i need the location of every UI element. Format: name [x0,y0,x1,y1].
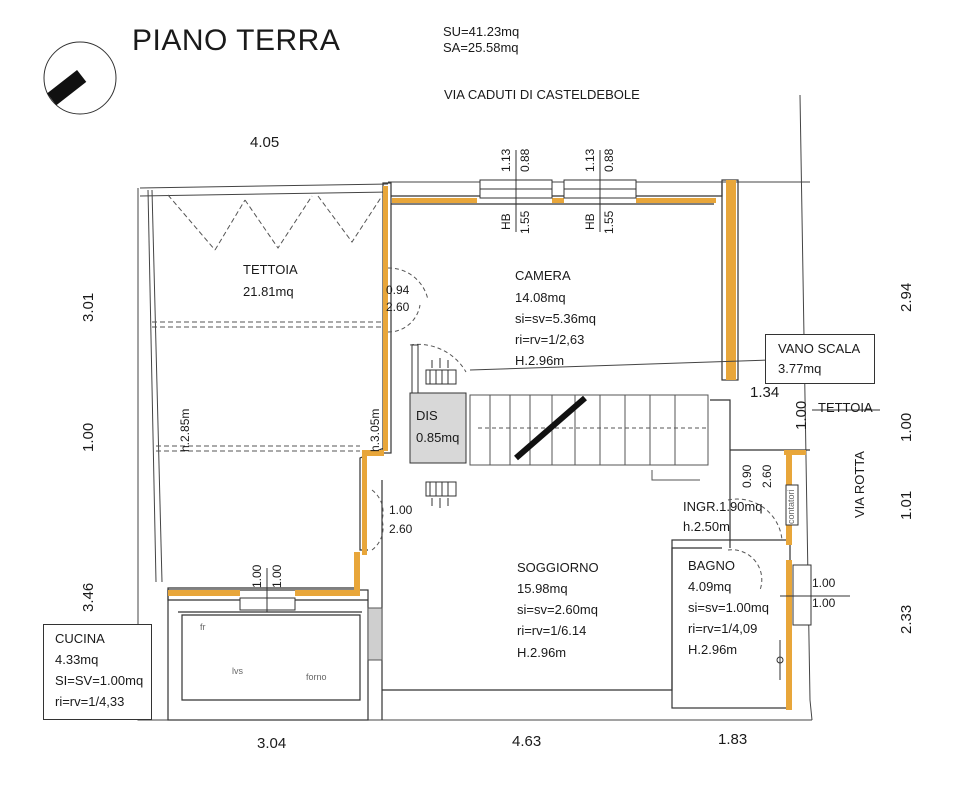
dis-name: DIS [416,408,438,423]
win2-w: 0.88 [602,148,616,172]
dim-left-mid: 1.00 [80,422,97,452]
bagno-name: BAGNO [688,558,735,573]
radiator-icon [425,358,457,508]
fixture-fridge: fr [200,622,206,632]
meter-box [785,484,799,526]
tettoia-area: 21.81mq [243,284,294,299]
shaft-block [367,607,383,661]
top-windows [479,150,637,232]
soggiorno-name: SOGGIORNO [517,560,599,575]
walls [167,179,810,721]
bagno-ri: ri=rv=1/4,09 [688,621,758,636]
dim-top-width: 4.05 [250,134,280,151]
tettoia-name: TETTOIA [243,262,298,277]
cucina-area: 4.33mq [55,652,99,667]
door-ingr-h: 2.60 [760,464,774,488]
dim-left-bottom: 3.46 [80,582,97,612]
win1-hb: HB [499,213,513,230]
cucina-name: CUCINA [55,631,105,646]
soggiorno-area: 15.98mq [517,581,568,596]
dis-area: 0.85mq [416,430,460,445]
win-bagno-w: 1.00 [812,576,836,590]
bagno-area: 4.09mq [688,579,732,594]
tettoia-dashed-lines [152,194,383,452]
win-bagno-h: 1.00 [812,596,836,610]
vano-scala-label-box: VANO SCALA 3.77mq [765,334,875,384]
stair-cut-line [514,395,587,461]
door-sogg-w: 1.00 [389,503,413,517]
dim-right-top: 2.94 [898,282,915,312]
sa-value: SA=25.58mq [443,40,519,55]
soggiorno-h: H.2.96m [517,645,567,660]
vano-scala-area: 3.77mq [778,361,822,376]
dis-door-leaf [411,344,419,394]
fixture-oven: forno [306,672,327,682]
door-tettoia-w: 0.94 [386,283,410,297]
wall-height-left: h.2.85m [178,408,192,452]
door-tettoia-h: 2.60 [386,300,410,314]
dim-right-mid2: 1.01 [898,490,915,520]
dim-bottom-left: 3.04 [257,735,287,752]
win-cucina-b: 1.00 [270,564,284,588]
win1-h: 1.13 [499,148,513,172]
win2-hb-val: 1.55 [602,210,616,234]
vano-scala-name: VANO SCALA [778,341,861,356]
dim-tettoia-depth: 1.00 [793,400,810,430]
win2-h: 1.13 [583,148,597,172]
soggiorno-ri: ri=rv=1/6.14 [517,623,587,638]
dim-left-top: 3.01 [80,292,97,322]
cucina-label-box: CUCINA 4.33mq SI=SV=1.00mq ri=rv=1/4,33 [43,624,152,720]
cucina-si: SI=SV=1.00mq [55,673,144,688]
bagno-si: si=sv=1.00mq [688,600,769,615]
camera-name: CAMERA [515,268,571,283]
ingr-h: h.2.50m [683,519,730,534]
su-value: SU=41.23mq [443,24,520,39]
door-swings [371,267,783,591]
bagno-fixture-icon [776,640,784,680]
callout-lines [780,409,880,597]
meter-label: contatori [786,489,796,524]
wall-height-right: h.3.05m [368,408,382,452]
cucina-window [239,568,296,612]
street-name: VIA CADUTI DI CASTELDEBOLE [444,87,640,102]
dis-area [409,392,467,464]
street-via-rotta: VIA ROTTA [852,451,867,518]
tettoia-right-name: TETTOIA [818,400,873,415]
camera-area: 14.08mq [515,290,566,305]
win1-w: 0.88 [518,148,532,172]
cucina-ri: ri=rv=1/4,33 [55,694,125,709]
north-arrow-icon [43,41,117,115]
dim-right-mid1: 1.00 [898,412,915,442]
win2-hb: HB [583,213,597,230]
camera-h: H.2.96m [515,353,565,368]
staircase [469,359,771,481]
dis-door-swing [409,343,467,373]
dim-bottom-mid: 4.63 [512,733,542,750]
fixture-sink: lvs [232,666,243,676]
bagno-h: H.2.96m [688,642,738,657]
page-title: PIANO TERRA [132,24,341,57]
camera-ri: ri=rv=1/2,63 [515,332,585,347]
camera-si: si=sv=5.36mq [515,311,596,326]
dim-stair-width: 1.34 [750,384,780,401]
door-sogg-h: 2.60 [389,522,413,536]
dim-bottom-right: 1.83 [718,731,748,748]
win-cucina-a: 1.00 [250,564,264,588]
ingr-name: INGR.1.90mq [683,499,763,514]
door-ingr-w: 0.90 [740,464,754,488]
dim-right-bottom: 2.33 [898,604,915,634]
win1-hb-val: 1.55 [518,210,532,234]
soggiorno-si: si=sv=2.60mq [517,602,598,617]
